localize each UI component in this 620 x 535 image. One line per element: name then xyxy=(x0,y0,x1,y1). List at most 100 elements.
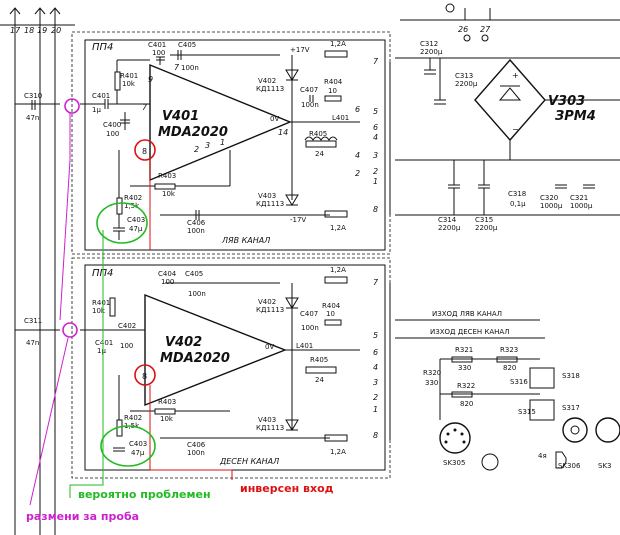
svg-text:L401: L401 xyxy=(296,342,313,350)
svg-text:6: 6 xyxy=(373,123,378,132)
svg-text:C400: C400 xyxy=(103,121,121,129)
svg-text:V402: V402 xyxy=(258,298,276,306)
svg-text:V402: V402 xyxy=(258,77,276,85)
lower-channel-label: ДЕСЕН КАНАЛ xyxy=(219,457,279,466)
svg-text:SK3: SK3 xyxy=(598,462,612,470)
lower-c403-marker xyxy=(100,425,156,467)
switch-s316-icon xyxy=(529,367,555,389)
svg-text:C320: C320 xyxy=(540,194,558,202)
svg-text:C313: C313 xyxy=(455,72,473,80)
pin-26: 26 xyxy=(458,25,468,34)
svg-text:C321: C321 xyxy=(570,194,588,202)
svg-text:100n: 100n xyxy=(187,449,205,457)
svg-text:C407: C407 xyxy=(300,86,318,94)
svg-text:1000µ: 1000µ xyxy=(570,202,593,210)
svg-text:2: 2 xyxy=(194,145,199,154)
output-section: ИЗХОД ЛЯВ КАНАЛ ИЗХОД ДЕСЕН КАНАЛ R321 3… xyxy=(395,310,620,471)
svg-text:820: 820 xyxy=(460,400,473,408)
upper-module-frame xyxy=(71,31,391,255)
svg-text:1,2A: 1,2A xyxy=(330,40,346,48)
upper-amplifier-module: ПП4 V401 MDA2020 9 7 7 14 3 2 1 C401 100… xyxy=(15,31,391,255)
svg-text:C311: C311 xyxy=(24,317,42,325)
svg-text:C403: C403 xyxy=(129,440,147,448)
svg-text:47µ: 47µ xyxy=(129,225,143,233)
svg-text:R404: R404 xyxy=(324,78,343,86)
svg-text:2: 2 xyxy=(373,393,378,402)
svg-text:9: 9 xyxy=(148,75,153,84)
upper-amp-ref: V401 xyxy=(162,109,199,124)
upper-channel-label: ЛЯВ КАНАЛ xyxy=(221,236,270,245)
upper-inverse-input-marker xyxy=(134,139,156,161)
pin-17: 17 xyxy=(10,26,21,35)
svg-text:R401: R401 xyxy=(92,299,110,307)
svg-text:100: 100 xyxy=(152,49,165,57)
svg-text:14: 14 xyxy=(278,128,288,137)
pin-20: 20 xyxy=(51,26,61,35)
svg-text:S318: S318 xyxy=(562,372,580,380)
svg-text:R405: R405 xyxy=(310,356,328,364)
svg-text:1,5k: 1,5k xyxy=(124,202,140,210)
svg-text:100n: 100n xyxy=(188,290,206,298)
ground-icon xyxy=(481,453,499,471)
svg-text:C404: C404 xyxy=(158,270,177,278)
svg-text:2200µ: 2200µ xyxy=(475,224,498,232)
svg-text:КД1113: КД1113 xyxy=(256,85,284,93)
svg-text:1: 1 xyxy=(220,138,225,147)
svg-text:100n: 100n xyxy=(301,101,319,109)
upper-diode-bottom-icon xyxy=(285,194,299,206)
svg-text:C402: C402 xyxy=(118,322,136,330)
svg-text:24: 24 xyxy=(315,376,324,384)
lower-amp-ref: V402 xyxy=(165,335,202,350)
svg-text:4: 4 xyxy=(355,151,360,160)
svg-text:100: 100 xyxy=(120,342,133,350)
inverse-input-annotation: инверсен вход xyxy=(240,482,334,495)
svg-text:4: 4 xyxy=(373,133,378,142)
svg-text:R322: R322 xyxy=(457,382,475,390)
svg-text:4я: 4я xyxy=(538,452,547,460)
svg-text:C403: C403 xyxy=(127,216,145,224)
svg-text:7: 7 xyxy=(174,63,180,72)
svg-text:7: 7 xyxy=(373,57,379,66)
annotations: 8 8 инверсен вход вероятно проблемен раз… xyxy=(26,98,334,523)
svg-text:10k: 10k xyxy=(162,190,176,198)
svg-text:10k: 10k xyxy=(122,80,136,88)
left-output-label: ИЗХОД ЛЯВ КАНАЛ xyxy=(432,310,502,318)
svg-text:7: 7 xyxy=(142,103,148,112)
svg-text:0V: 0V xyxy=(265,343,274,351)
svg-text:10k: 10k xyxy=(92,307,106,315)
upper-connector: 7 5 6 4 3 2 1 8 6 4 2 xyxy=(355,57,391,215)
svg-text:S316: S316 xyxy=(510,378,528,386)
svg-text:0,1µ: 0,1µ xyxy=(510,200,526,208)
svg-text:R403: R403 xyxy=(158,398,176,406)
svg-text:47n: 47n xyxy=(26,339,39,347)
svg-text:100: 100 xyxy=(106,130,119,138)
svg-text:8: 8 xyxy=(142,147,147,156)
svg-text:R402: R402 xyxy=(124,194,142,202)
svg-text:100n: 100n xyxy=(187,227,205,235)
svg-text:КД1113: КД1113 xyxy=(256,306,284,314)
svg-text:4: 4 xyxy=(373,363,378,372)
svg-text:330: 330 xyxy=(425,379,438,387)
svg-text:8: 8 xyxy=(142,372,147,381)
svg-text:8: 8 xyxy=(373,205,378,214)
top-pin-row: 17 18 19 20 26 27 xyxy=(0,3,620,42)
din-socket-icon xyxy=(439,422,471,454)
switch-s315-icon xyxy=(529,399,555,421)
svg-text:C406: C406 xyxy=(187,219,206,227)
svg-text:S315: S315 xyxy=(518,408,536,416)
svg-text:47n: 47n xyxy=(26,114,39,122)
svg-text:R323: R323 xyxy=(500,346,518,354)
svg-text:3: 3 xyxy=(373,378,378,387)
svg-text:24: 24 xyxy=(315,150,324,158)
lower-module-frame xyxy=(71,257,391,479)
svg-text:V403: V403 xyxy=(258,192,276,200)
upper-amp-type: MDA2020 xyxy=(158,125,228,140)
lower-amp-type: MDA2020 xyxy=(160,351,230,366)
svg-text:7: 7 xyxy=(373,278,379,287)
bridge-ref: V303 xyxy=(548,94,585,109)
svg-text:R405: R405 xyxy=(309,130,327,138)
svg-text:1,2A: 1,2A xyxy=(330,266,346,274)
svg-text:100: 100 xyxy=(161,278,174,286)
speaker-icon xyxy=(555,451,567,469)
